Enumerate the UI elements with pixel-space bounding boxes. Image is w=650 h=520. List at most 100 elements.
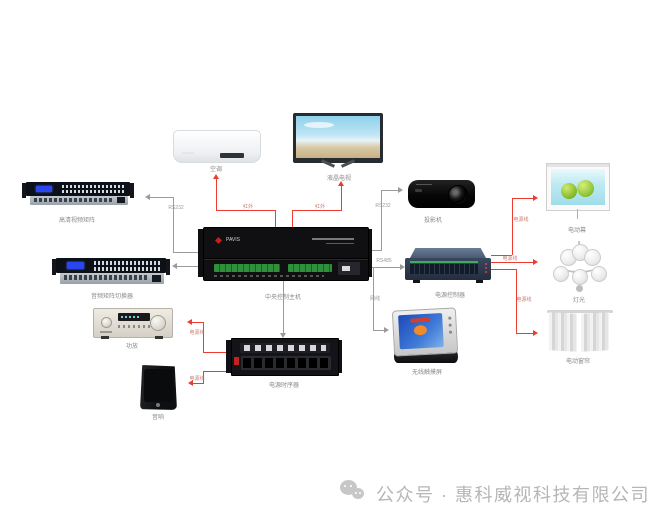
screen-image bbox=[551, 169, 605, 205]
device-light bbox=[551, 241, 608, 293]
matrix-lcd bbox=[67, 262, 84, 269]
line-label-ir-tv: 红外 bbox=[314, 204, 326, 210]
controller-top-face bbox=[410, 248, 486, 258]
amp-volume-knob bbox=[150, 315, 166, 331]
label-sequencer: 电源时序器 bbox=[268, 383, 300, 389]
device-projection-screen bbox=[546, 163, 610, 223]
arrowhead-curtain bbox=[533, 330, 538, 336]
matrix-buttons bbox=[62, 190, 124, 193]
line-label-power-speaker: 电源线 bbox=[189, 376, 205, 382]
label-power-controller: 电源控制器 bbox=[434, 293, 466, 299]
matrix-connectors bbox=[64, 275, 148, 280]
line-controller-screen bbox=[491, 255, 512, 256]
line-host-ac bbox=[275, 210, 276, 227]
amp-input-knob bbox=[101, 317, 112, 328]
host-power-module bbox=[338, 262, 360, 275]
watermark-text: 公众号 · 惠科威视科技有限公司 bbox=[376, 485, 650, 505]
line-label-power-screen: 电源线 bbox=[513, 217, 529, 223]
label-central-host: 中央控制主机 bbox=[264, 295, 302, 301]
host-logo-icon bbox=[214, 236, 223, 245]
device-video-matrix bbox=[22, 180, 134, 210]
screen-apple-art bbox=[577, 180, 594, 197]
touchpanel-ui-blob bbox=[413, 324, 428, 336]
matrix-front-panel bbox=[26, 182, 130, 196]
device-projector bbox=[408, 178, 475, 210]
line-host-projector bbox=[381, 190, 398, 191]
line-host-audiomatrix bbox=[177, 266, 200, 267]
speaker-grille bbox=[144, 369, 173, 402]
arrowhead-light bbox=[533, 259, 538, 265]
screen-apple-art bbox=[561, 183, 577, 199]
controller-led bbox=[485, 271, 487, 273]
matrix-rear-panel bbox=[60, 273, 164, 284]
line-host-sequencer bbox=[283, 279, 284, 333]
touchpanel-button bbox=[448, 323, 452, 327]
line-controller-screen bbox=[512, 198, 533, 199]
amp-display-text-decoration bbox=[121, 316, 141, 318]
rack-ear bbox=[337, 340, 342, 373]
matrix-front-panel bbox=[56, 258, 166, 273]
device-power-controller bbox=[405, 248, 491, 286]
matrix-lcd bbox=[36, 186, 52, 192]
host-terminal-block bbox=[288, 264, 332, 272]
matrix-connectors bbox=[34, 198, 114, 202]
amp-buttons bbox=[118, 325, 150, 328]
device-curtain bbox=[547, 310, 613, 353]
rack-ear bbox=[198, 229, 203, 277]
label-tv: 液晶电视 bbox=[326, 176, 352, 182]
line-host-tv bbox=[341, 186, 342, 210]
curtain-rail bbox=[547, 310, 613, 313]
controller-foot bbox=[413, 280, 420, 283]
ac-logo-decoration bbox=[182, 152, 194, 154]
line-sequencer-amp bbox=[192, 322, 204, 323]
touchpanel-button bbox=[448, 330, 453, 334]
arrowhead-controller bbox=[400, 264, 405, 270]
controller-front bbox=[405, 258, 491, 280]
sequencer-breaker-strip bbox=[240, 343, 330, 353]
line-sequencer-amp bbox=[203, 352, 227, 353]
wechat-eye bbox=[355, 492, 357, 494]
amp-display bbox=[118, 313, 150, 321]
tv-screen bbox=[296, 116, 380, 158]
label-projector: 投影机 bbox=[423, 218, 443, 224]
controller-foot bbox=[476, 280, 483, 283]
arrowhead-ac bbox=[213, 174, 219, 179]
line-host-ac bbox=[216, 210, 276, 211]
label-screen: 电动幕 bbox=[567, 228, 587, 234]
line-host-videomatrix bbox=[173, 197, 174, 253]
device-speaker bbox=[140, 365, 177, 410]
line-label-lan: 网线 bbox=[369, 296, 381, 302]
label-curtain: 电动窗帘 bbox=[565, 359, 591, 365]
tv-cloud-decoration bbox=[304, 122, 334, 128]
controller-terminal-block bbox=[410, 264, 478, 274]
line-controller-screen bbox=[512, 198, 513, 255]
arrowhead-tv bbox=[338, 181, 344, 186]
line-label-ir-ac: 红外 bbox=[242, 204, 254, 210]
projector-lens bbox=[448, 185, 468, 205]
line-label-rs485: RS485 bbox=[376, 258, 392, 264]
curtain-panel bbox=[549, 312, 577, 352]
host-body: PAVIS bbox=[203, 227, 369, 281]
projector-body bbox=[408, 180, 475, 208]
touchpanel-tablet bbox=[391, 307, 459, 357]
device-touch-panel bbox=[390, 306, 462, 364]
label-speaker: 音响 bbox=[151, 415, 165, 421]
amp-logo-decoration bbox=[100, 331, 112, 333]
light-globe bbox=[591, 266, 607, 282]
line-controller-curtain bbox=[491, 269, 516, 270]
light-finial bbox=[576, 285, 583, 292]
touchpanel-ui-banner bbox=[410, 317, 431, 323]
line-host-touchpanel bbox=[373, 330, 384, 331]
controller-led bbox=[485, 263, 487, 265]
sequencer-outlet-frame bbox=[241, 356, 331, 370]
arrowhead-sequencer bbox=[280, 333, 286, 338]
line-controller-curtain bbox=[516, 269, 517, 333]
controller-terminal-green-strip bbox=[410, 261, 478, 263]
matrix-buttons bbox=[94, 267, 160, 271]
line-sequencer-speaker bbox=[203, 371, 227, 372]
device-power-sequencer bbox=[226, 338, 342, 376]
label-video-matrix: 高清视频矩阵 bbox=[58, 218, 96, 224]
line-sequencer-amp bbox=[203, 322, 204, 352]
arrowhead-audiomatrix bbox=[172, 263, 177, 269]
line-sequencer-speaker bbox=[193, 383, 204, 384]
